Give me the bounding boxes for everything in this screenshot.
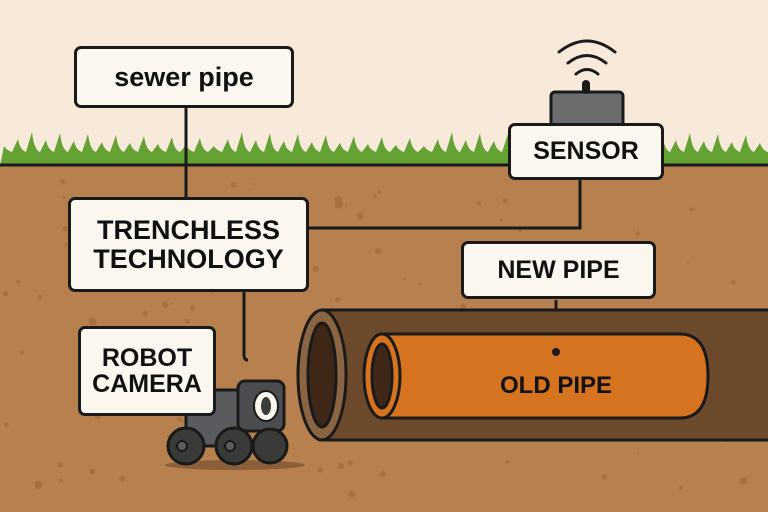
soil-dot (740, 477, 748, 485)
wifi-signal-icon (557, 39, 617, 76)
soil-dot (4, 422, 9, 427)
soil-dot (16, 279, 21, 284)
soil-dot (344, 203, 347, 206)
soil-dot (499, 218, 504, 222)
soil-dot (505, 460, 509, 464)
soil-dot (37, 294, 43, 300)
sensor-device-icon (549, 80, 625, 128)
soil-dot (88, 317, 97, 326)
soil-dot (60, 179, 66, 185)
soil-dot (2, 290, 9, 297)
soil-dot (252, 182, 256, 186)
soil-dot (334, 196, 342, 204)
soil-dot (62, 196, 66, 200)
label-robot-camera-text: ROBOT CAMERA (92, 343, 202, 398)
soil-dot (731, 279, 736, 285)
new-pipe-pointer-dot (552, 348, 560, 356)
label-sensor-text: SENSOR (533, 137, 639, 166)
soil-dot (89, 468, 96, 475)
soil-dot (335, 296, 341, 303)
soil-dot (689, 207, 694, 212)
soil-dot (375, 248, 381, 254)
label-robot-camera: ROBOT CAMERA (78, 326, 216, 416)
label-sewer-pipe-text: sewer pipe (114, 61, 254, 92)
soil-dot (502, 197, 508, 203)
soil-dot (190, 305, 195, 311)
soil-dot (348, 490, 356, 498)
soil-dot (142, 310, 148, 316)
soil-dot (312, 265, 319, 273)
soil-dot (64, 243, 68, 246)
soil-dot (356, 212, 364, 220)
soil-dot (380, 471, 387, 478)
robot-camera-icon (165, 379, 305, 470)
old-pipe-label: OLD PIPE (500, 372, 612, 399)
soil-dot (418, 282, 422, 286)
soil-dot (404, 277, 407, 280)
soil-dot (184, 318, 190, 324)
soil-dot (170, 302, 173, 305)
soil-dot (372, 194, 378, 199)
soil-dot (317, 467, 324, 473)
soil-dot (162, 301, 169, 308)
soil-dot (119, 475, 126, 482)
label-trenchless-technology: TRENCHLESS TECHNOLOGY (68, 197, 309, 292)
label-new-pipe: NEW PIPE (461, 241, 656, 299)
soil-dot (636, 451, 640, 455)
soil-dot (176, 417, 181, 422)
soil-dot (20, 350, 25, 355)
soil-dot (679, 485, 684, 490)
soil-dot (602, 474, 608, 480)
soil-dot (59, 479, 63, 483)
soil-dot (180, 418, 184, 422)
soil-dot (57, 462, 64, 468)
soil-dot (230, 181, 237, 188)
soil-dot (34, 481, 43, 489)
new-pipe (362, 332, 710, 420)
soil-dot (518, 229, 522, 233)
soil-dot (377, 190, 382, 194)
soil-dot (62, 226, 68, 232)
label-sewer-pipe: sewer pipe (74, 46, 294, 108)
soil-dot (687, 261, 690, 264)
soil-dot (337, 463, 345, 470)
soil-dot (636, 229, 640, 232)
label-trenchless-text: TRENCHLESS TECHNOLOGY (93, 215, 284, 274)
soil-dot (347, 460, 354, 466)
soil-dot (635, 231, 640, 236)
label-sensor: SENSOR (508, 123, 664, 180)
label-new-pipe-text: NEW PIPE (497, 255, 620, 284)
soil-dot (477, 201, 482, 206)
